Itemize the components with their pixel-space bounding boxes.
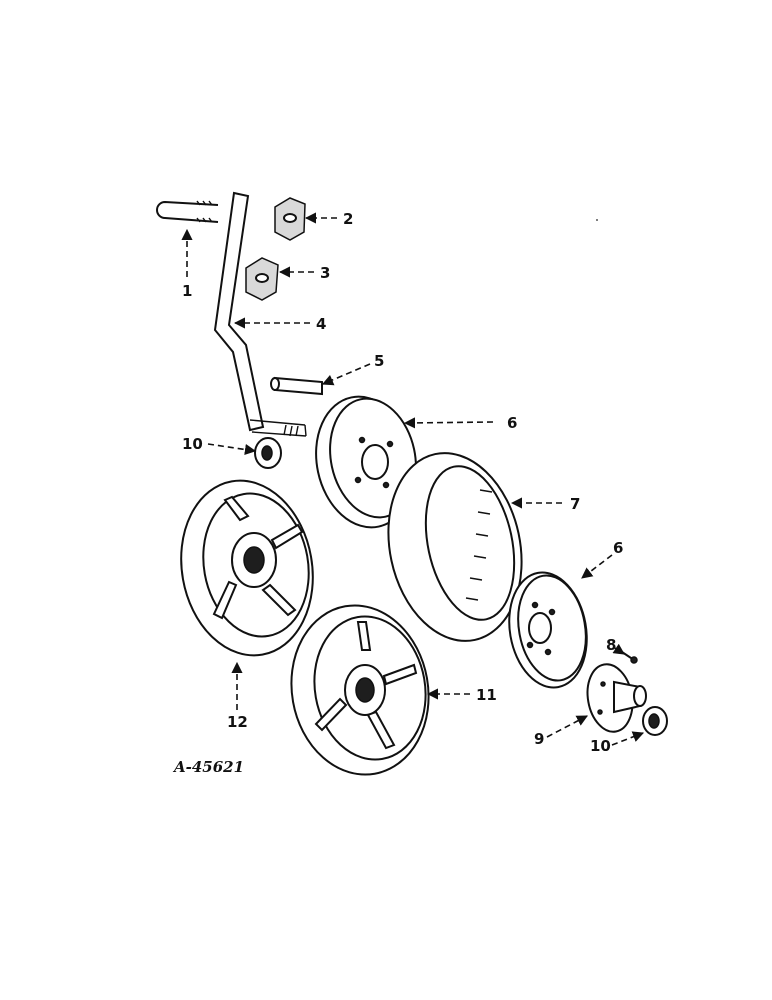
callout-9: 9 bbox=[534, 730, 544, 748]
bearing-cone-right bbox=[642, 706, 668, 736]
bearing-cone-left bbox=[254, 437, 282, 469]
hub-bolt bbox=[621, 651, 638, 664]
callout-8: 8 bbox=[606, 636, 616, 654]
hub bbox=[586, 663, 647, 733]
spoked-wheel-11 bbox=[290, 604, 430, 776]
speck-mark bbox=[596, 219, 598, 221]
callout-1: 1 bbox=[182, 282, 192, 300]
leader-lines bbox=[181, 212, 645, 746]
clamp-plate-lower bbox=[245, 257, 279, 301]
spoked-wheel-12 bbox=[180, 479, 314, 657]
callout-3: 3 bbox=[320, 264, 330, 282]
drawing-number: A-45621 bbox=[172, 758, 244, 776]
callout-10-right: 10 bbox=[590, 737, 611, 755]
wheel-half-lower bbox=[508, 571, 588, 689]
callout-7: 7 bbox=[570, 495, 580, 513]
callout-6-upper: 6 bbox=[507, 414, 517, 432]
wheel-half-upper bbox=[315, 395, 417, 529]
callout-11: 11 bbox=[476, 686, 497, 704]
callout-5: 5 bbox=[374, 352, 384, 370]
tire bbox=[387, 452, 523, 642]
callout-2: 2 bbox=[343, 210, 353, 228]
wheel-arm bbox=[213, 191, 307, 437]
callout-4: 4 bbox=[316, 315, 326, 333]
callout-10-left: 10 bbox=[182, 435, 203, 453]
callout-12: 12 bbox=[227, 713, 248, 731]
callout-6-lower: 6 bbox=[613, 539, 623, 557]
spacer-tube bbox=[270, 376, 323, 396]
u-bolt-part bbox=[156, 200, 219, 223]
clamp-plate-upper bbox=[274, 197, 306, 241]
